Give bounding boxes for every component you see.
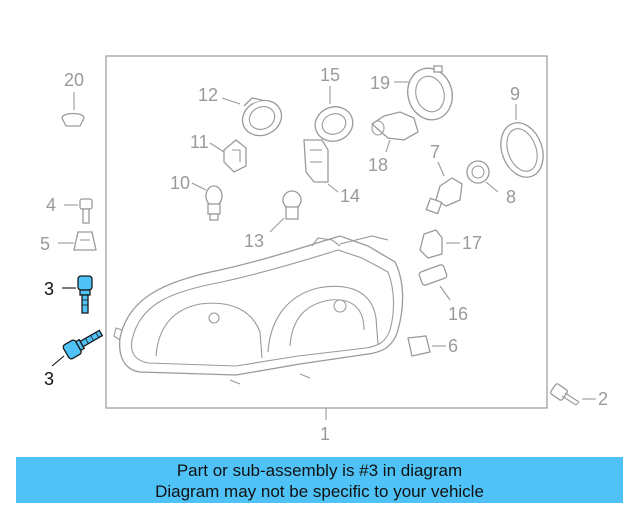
bulb-part-18 [370,111,419,141]
callout-16: 16 [448,304,468,324]
callout-5: 5 [40,234,50,254]
bracket-part-14 [303,139,329,183]
callout-20: 20 [64,70,84,90]
callout-8: 8 [506,187,516,207]
bolt-part-3-upper [77,275,93,314]
callout-3-upper: 3 [44,279,54,299]
screw-part-2 [549,383,580,406]
callout-17: 17 [462,233,482,253]
holder-part-17 [419,229,443,259]
bulb-part-13 [282,190,302,220]
callout-7: 7 [430,142,440,162]
ring-part-9 [500,122,544,178]
lamp-cap-part-15 [314,106,354,142]
callout-19: 19 [370,73,390,93]
callout-3-lower: 3 [44,369,54,389]
callout-14: 14 [340,186,360,206]
banner-line-2: Diagram may not be specific to your vehi… [155,482,484,501]
callout-18: 18 [368,155,388,175]
callout-2: 2 [598,389,608,409]
bolt-part-3-lower [62,329,104,360]
socket-part-8 [466,160,490,184]
banner-line-1: Part or sub-assembly is #3 in diagram [176,461,463,480]
info-banner: Part or sub-assembly is #3 in diagram Di… [16,457,623,503]
callout-15: 15 [320,65,340,85]
parts-diagram: 1 2 3 3 4 5 [40,55,608,444]
screw-part-4 [79,198,93,224]
bulb-holder-part-11 [223,139,247,173]
callout-1: 1 [320,424,330,444]
callout-6: 6 [448,336,458,356]
lamp-cap-part-12 [241,97,283,137]
clip-nut-part-5 [73,231,97,251]
clip-part-6 [407,335,431,357]
cap-part-20 [61,112,85,127]
bulb-part-16 [418,264,448,286]
callout-4: 4 [46,195,56,215]
callout-9: 9 [510,84,520,104]
bulb-part-7 [425,177,463,215]
callout-12: 12 [198,85,218,105]
callout-10: 10 [170,173,190,193]
callout-11: 11 [190,132,209,152]
callout-13: 13 [244,231,264,251]
headlamp-housing [113,235,404,385]
bulb-part-10 [205,185,223,221]
lamp-cap-part-19 [407,65,453,121]
